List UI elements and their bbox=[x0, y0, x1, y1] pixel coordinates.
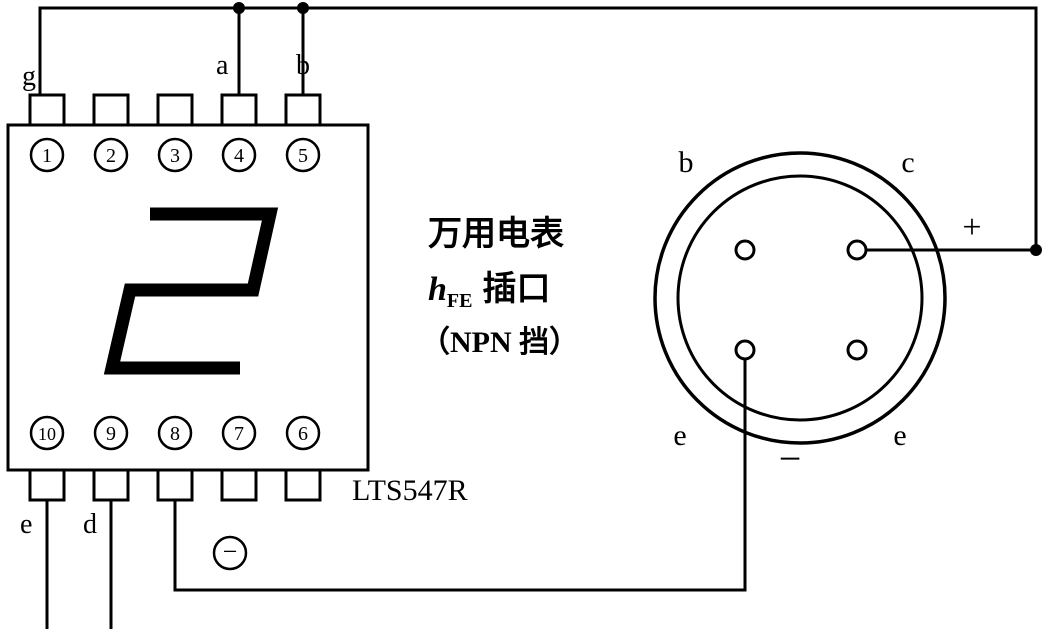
plus-label: + bbox=[962, 209, 981, 246]
ic-pin-stub-9 bbox=[92, 468, 130, 502]
pin-number-circle bbox=[285, 137, 321, 173]
junction-dot bbox=[233, 2, 245, 14]
junction-dot bbox=[297, 2, 309, 14]
socket-label-e-left: e bbox=[673, 419, 686, 452]
socket-hole-b bbox=[734, 239, 756, 261]
pin-number-circle bbox=[221, 415, 257, 451]
ic-pin-stub-4 bbox=[220, 93, 258, 127]
socket-hole-c bbox=[846, 239, 868, 261]
pin-number-circle bbox=[285, 415, 321, 451]
pin-number-circle bbox=[29, 137, 65, 173]
pin-number: 1 bbox=[42, 145, 52, 167]
pin-number-circle bbox=[93, 415, 129, 451]
caption-line2: hFE 插口 bbox=[428, 270, 550, 312]
pin-number: 10 bbox=[38, 424, 56, 444]
pin-number: 9 bbox=[106, 423, 116, 445]
wire-minus-terminal bbox=[173, 350, 747, 592]
wire-top-bus bbox=[38, 6, 1038, 250]
pin-number: 6 bbox=[298, 423, 308, 445]
socket-hole-e-left bbox=[734, 339, 756, 361]
socket-label-c: c bbox=[901, 146, 914, 179]
pin-number-circle bbox=[93, 137, 129, 173]
caption-hfe-sub: FE bbox=[447, 290, 473, 312]
pin-label-e: e bbox=[20, 509, 32, 540]
ic-pin-stub-10 bbox=[28, 468, 66, 502]
socket-label-e-right: e bbox=[893, 419, 906, 452]
socket-label-b: b bbox=[679, 146, 694, 179]
pin-label-a: a bbox=[216, 50, 229, 81]
circled-minus-icon bbox=[212, 535, 248, 571]
pin-number-circle bbox=[221, 137, 257, 173]
ic-pin-stub-8 bbox=[156, 468, 194, 502]
pin-number-circle bbox=[29, 415, 65, 451]
pin-number: 2 bbox=[106, 145, 116, 167]
pin-number: 8 bbox=[170, 423, 180, 445]
ic-body bbox=[6, 123, 370, 472]
pin-label-b: b bbox=[296, 50, 310, 81]
ic-pin-stub-7 bbox=[220, 468, 258, 502]
junction-dot bbox=[1030, 244, 1042, 256]
pin-label-g: g bbox=[22, 61, 36, 92]
ic-pin-stub-1 bbox=[28, 93, 66, 127]
minus-label: − bbox=[779, 436, 802, 481]
ic-pin-stub-3 bbox=[156, 93, 194, 127]
pin-number-circle bbox=[157, 415, 193, 451]
pin-number-circle bbox=[157, 137, 193, 173]
pin-number: 5 bbox=[298, 145, 308, 167]
ic-pin-stub-2 bbox=[92, 93, 130, 127]
caption-hfe-h: h bbox=[428, 271, 447, 308]
caption-socket-word: 插口 bbox=[482, 270, 550, 308]
socket-outer-circle bbox=[653, 151, 947, 445]
ic-pin-stub-5 bbox=[284, 93, 322, 127]
ic-pin-stub-6 bbox=[284, 468, 322, 502]
caption-line1: 万用电表 bbox=[428, 215, 564, 253]
circled-minus-glyph: − bbox=[223, 537, 238, 566]
socket-inner-circle bbox=[676, 174, 924, 422]
seven-segment-digit bbox=[103, 207, 279, 375]
pin-number: 3 bbox=[170, 145, 180, 167]
ic-part-number: LTS547R bbox=[352, 474, 468, 507]
pin-number: 7 bbox=[234, 423, 244, 445]
pin-label-d: d bbox=[83, 509, 97, 540]
caption-line3: （NPN 挡） bbox=[420, 325, 579, 359]
pin-number: 4 bbox=[234, 145, 244, 167]
socket-hole-e-right bbox=[846, 339, 868, 361]
